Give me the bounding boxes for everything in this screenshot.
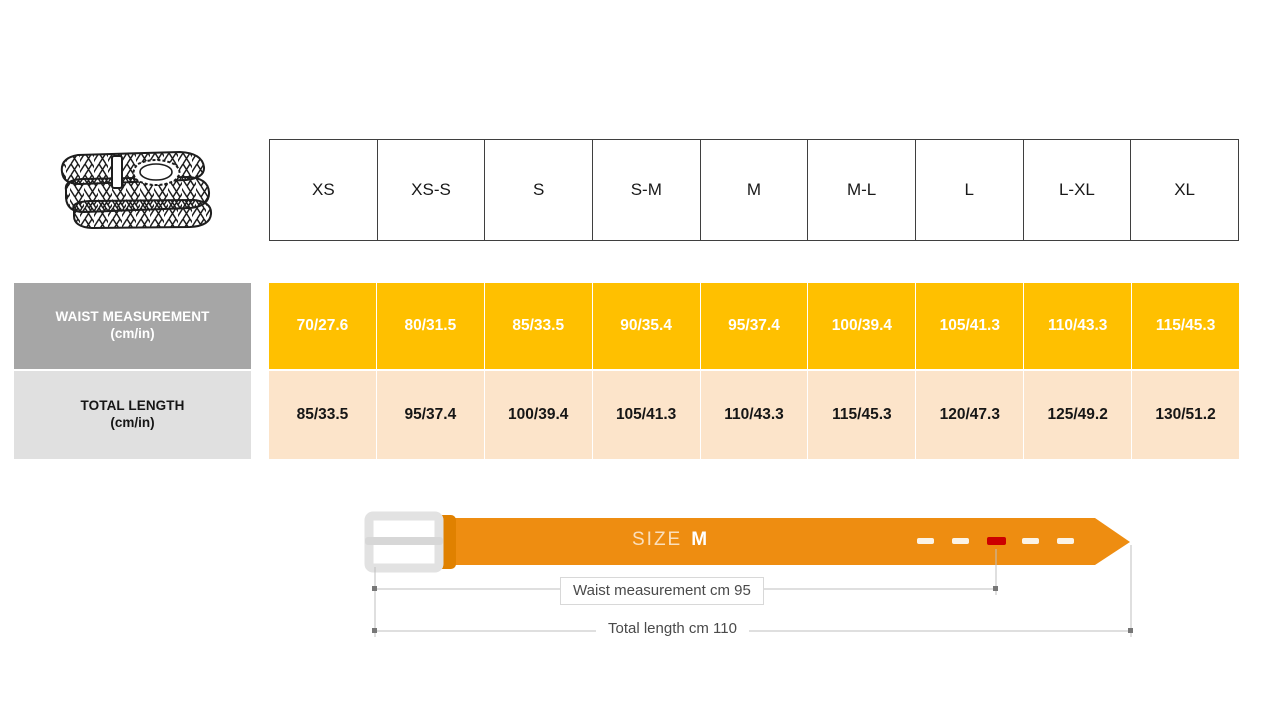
length-value-cell: 120/47.3 — [916, 371, 1025, 459]
size-header-cell: S — [484, 139, 593, 241]
waist-value-cell: 115/45.3 — [1132, 283, 1240, 369]
size-header-cell: XS-S — [376, 139, 486, 241]
belt-hole — [1057, 538, 1074, 544]
total-length-row: TOTAL LENGTH (cm/in) 85/33.5 95/37.4 100… — [0, 371, 1280, 459]
size-header-cell: M — [699, 139, 809, 241]
row-label-main: TOTAL LENGTH — [80, 398, 185, 414]
waist-value-cell: 80/31.5 — [376, 283, 485, 369]
belt-hole-highlighted — [987, 537, 1006, 545]
belt-diagram-svg — [364, 511, 1133, 637]
length-dim-tick-right — [1128, 628, 1133, 633]
waist-value-cell: 105/41.3 — [916, 283, 1025, 369]
waist-value-cell: 95/37.4 — [700, 283, 809, 369]
waist-value-cell: 110/43.3 — [1024, 283, 1133, 369]
length-value-cell: 115/45.3 — [808, 371, 917, 459]
waist-measurement-row: WAIST MEASUREMENT (cm/in) 70/27.6 80/31.… — [0, 283, 1280, 369]
row-label-unit: (cm/in) — [110, 326, 155, 341]
belt-hole — [917, 538, 934, 544]
waist-value-cell: 85/33.5 — [484, 283, 593, 369]
product-illustration — [52, 142, 222, 238]
braided-belt-icon — [60, 150, 213, 230]
belt-strap — [440, 518, 1130, 565]
size-header-cell: XS — [269, 139, 378, 241]
length-value-cell: 100/39.4 — [484, 371, 593, 459]
length-value-cell: 125/49.2 — [1024, 371, 1133, 459]
size-header-row: XS XS-S S S-M M M-L L L-XL XL — [269, 139, 1239, 241]
waist-value-cell: 90/35.4 — [592, 283, 701, 369]
length-value-cell: 85/33.5 — [269, 371, 377, 459]
belt-hole — [1022, 538, 1039, 544]
total-length-label: TOTAL LENGTH (cm/in) — [14, 371, 251, 459]
waist-value-cells: 70/27.6 80/31.5 85/33.5 90/35.4 95/37.4 … — [269, 283, 1240, 369]
belt-hole — [952, 538, 969, 544]
waist-dimension-label: Waist measurement cm 95 — [560, 577, 764, 605]
size-header-cell: L — [914, 139, 1024, 241]
waist-value-cell: 100/39.4 — [808, 283, 917, 369]
length-dim-tick-left — [372, 628, 377, 633]
length-value-cell: 105/41.3 — [592, 371, 701, 459]
row-label-unit: (cm/in) — [110, 415, 155, 430]
size-header-cell: L-XL — [1022, 139, 1132, 241]
belt-measurement-diagram — [355, 505, 1155, 655]
size-header-cell: XL — [1130, 139, 1239, 241]
waist-measurement-label: WAIST MEASUREMENT (cm/in) — [14, 283, 251, 369]
length-value-cell: 110/43.3 — [700, 371, 809, 459]
length-value-cell: 130/51.2 — [1132, 371, 1240, 459]
size-header-cell: M-L — [807, 139, 916, 241]
length-value-cell: 95/37.4 — [376, 371, 485, 459]
waist-value-cell: 70/27.6 — [269, 283, 377, 369]
size-header-cell: S-M — [591, 139, 701, 241]
size-header-table: XS XS-S S S-M M M-L L L-XL XL — [269, 139, 1239, 241]
waist-dim-tick-left — [372, 586, 377, 591]
total-length-dimension-label: Total length cm 110 — [596, 618, 749, 639]
total-length-value-cells: 85/33.5 95/37.4 100/39.4 105/41.3 110/43… — [269, 371, 1240, 459]
belt-buckle-prong — [365, 537, 443, 545]
row-label-main: WAIST MEASUREMENT — [55, 309, 210, 325]
waist-dim-tick-right — [993, 586, 998, 591]
